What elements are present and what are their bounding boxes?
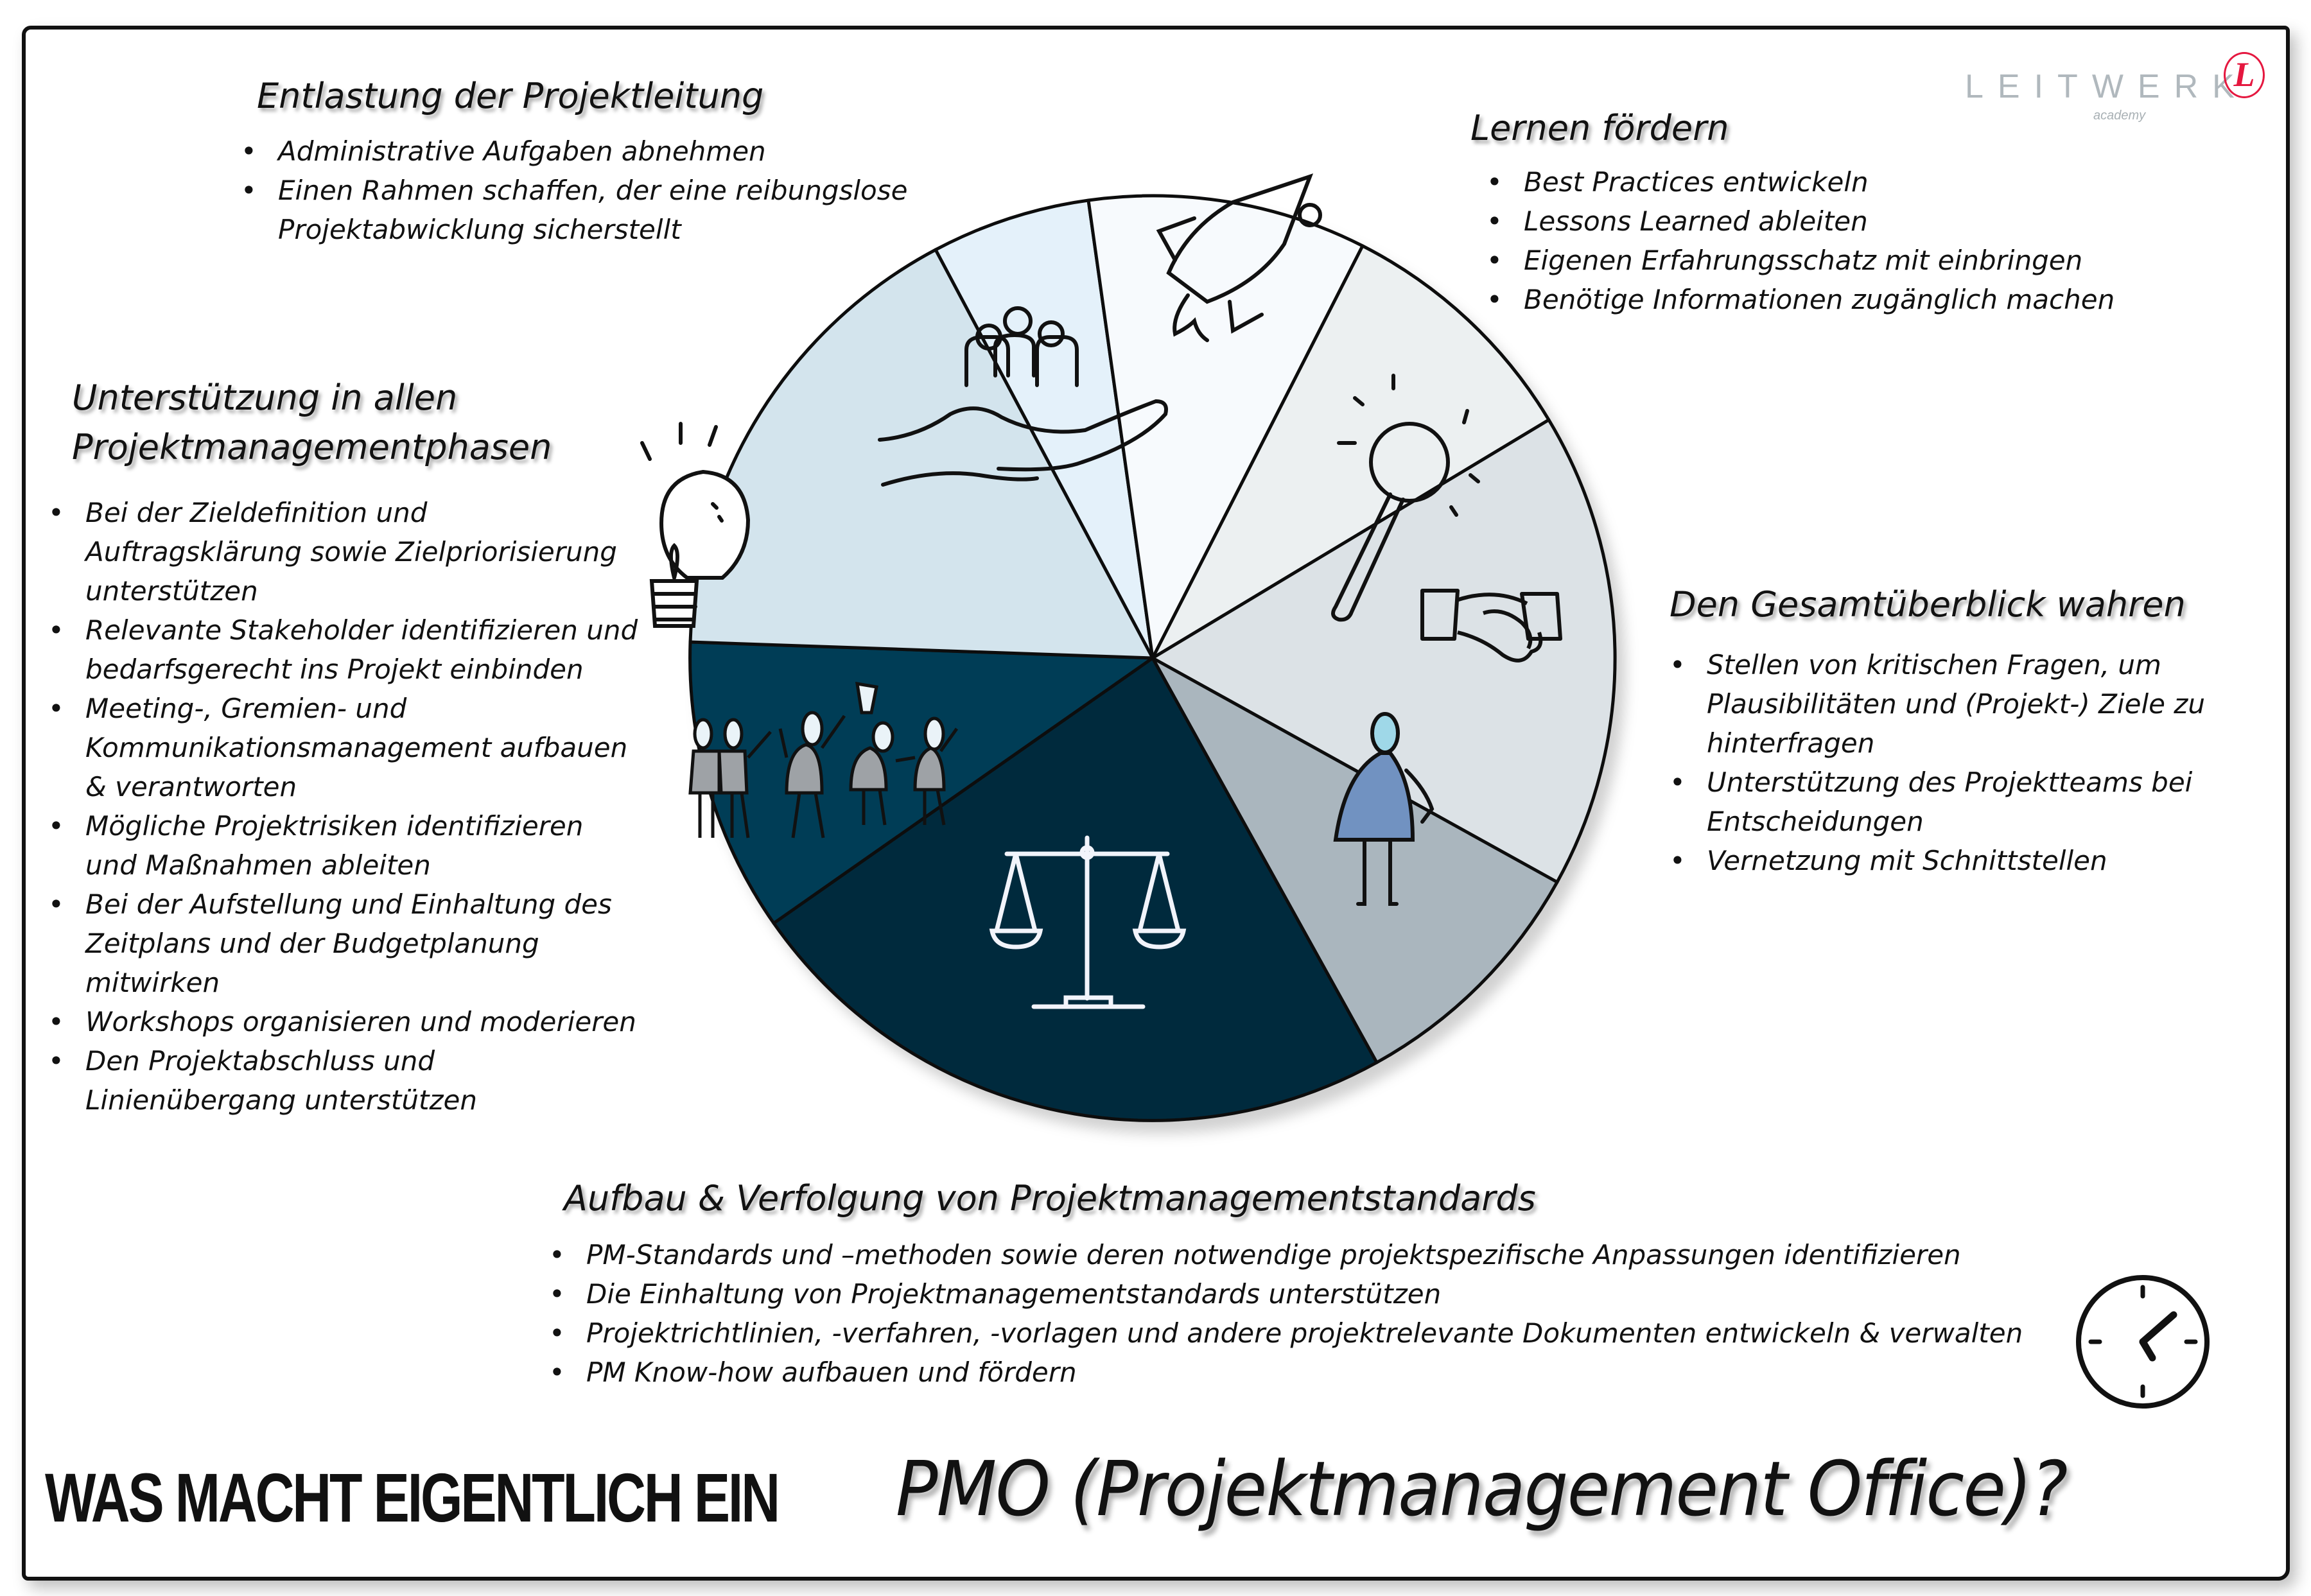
- section-title-unterstuetzung-2: Projektmanagementphasen: [72, 427, 552, 467]
- list-item: Workshops organisieren und moderieren: [48, 1002, 639, 1041]
- list-item: Den Projektabschluss und Linienübergang …: [48, 1041, 639, 1120]
- page-title-script: PMO (Projektmanagement Office)?: [896, 1444, 2068, 1533]
- section-title-standards: Aufbau & Verfolgung von Projektmanagemen…: [564, 1178, 1536, 1219]
- list-item: Stellen von kritischen Fragen, um Plausi…: [1670, 645, 2247, 763]
- list-item: PM-Standards und –methoden sowie deren n…: [549, 1235, 2090, 1274]
- list-item: Einen Rahmen schaffen, der eine reibungs…: [241, 171, 915, 249]
- clock-icon: [2076, 1275, 2210, 1409]
- list-item: Administrative Aufgaben abnehmen: [241, 132, 915, 171]
- list-item: Lessons Learned ableiten: [1487, 202, 2193, 241]
- list-item: Mögliche Projektrisiken identifizieren u…: [48, 806, 639, 885]
- person-icon: [1333, 712, 1435, 906]
- list-item: Bei der Aufstellung und Einhaltung des Z…: [48, 885, 639, 1002]
- section-title-gesamtueberblick: Den Gesamtüberblick wahren: [1670, 584, 2186, 625]
- leitwerk-logo: LEITWERK academy L: [1965, 52, 2265, 123]
- list-item: Die Einhaltung von Projektmanagementstan…: [549, 1274, 2090, 1314]
- pie-slice-handshake: [1151, 418, 1617, 884]
- pie-slice-rocket: [1086, 194, 1365, 660]
- pie-slice-scales: [772, 656, 1379, 1122]
- list-entlastung: Administrative Aufgaben abnehmen Einen R…: [241, 132, 915, 249]
- team-icon: [688, 681, 959, 838]
- logo-subtitle: academy: [2093, 108, 2146, 123]
- list-item: Unterstützung des Projektteams bei Entsc…: [1670, 763, 2247, 841]
- list-item: Vernetzung mit Schnittstellen: [1670, 841, 2247, 880]
- list-item: Meeting-, Gremien- und Kommunikationsman…: [48, 689, 639, 806]
- logo-wordmark: LEITWERK: [1965, 68, 2249, 105]
- list-lernen: Best Practices entwickeln Lessons Learne…: [1487, 162, 2193, 319]
- page-title-bold: WAS MACHT EIGENTLICH EIN: [45, 1459, 780, 1536]
- list-item: Projektrichtlinien, -verfahren, -vorlage…: [549, 1314, 2090, 1353]
- list-item: Best Practices entwickeln: [1487, 162, 2193, 202]
- scales-icon: [989, 835, 1187, 1009]
- lightbulb-icon: [640, 422, 751, 628]
- section-title-entlastung: Entlastung der Projektleitung: [257, 76, 764, 116]
- list-item: PM Know-how aufbauen und fördern: [549, 1353, 2090, 1392]
- pie-slice-person: [1151, 656, 1559, 1064]
- logo-l-mark-icon: L: [2224, 52, 2265, 98]
- list-item: Benötige Informationen zugänglich machen: [1487, 280, 2193, 319]
- section-title-lernen: Lernen fördern: [1470, 108, 1729, 148]
- magnifier-icon: [1331, 374, 1480, 622]
- pie-slice-magnifier: [1151, 244, 1551, 660]
- list-standards: PM-Standards und –methoden sowie deren n…: [549, 1235, 2090, 1392]
- list-item: Bei der Zieldefinition und Auftragskläru…: [48, 493, 639, 611]
- list-gesamtueberblick: Stellen von kritischen Fragen, um Plausi…: [1670, 645, 2247, 880]
- list-unterstuetzung: Bei der Zieldefinition und Auftragskläru…: [48, 493, 639, 1120]
- list-item: Relevante Stakeholder identifizieren und…: [48, 611, 639, 689]
- hand-people-icon: [878, 306, 1168, 487]
- rocket-icon: [1156, 173, 1322, 342]
- handshake-icon: [1420, 589, 1562, 663]
- section-title-unterstuetzung-1: Unterstützung in allen: [72, 377, 458, 418]
- list-item: Eigenen Erfahrungsschatz mit einbringen: [1487, 241, 2193, 280]
